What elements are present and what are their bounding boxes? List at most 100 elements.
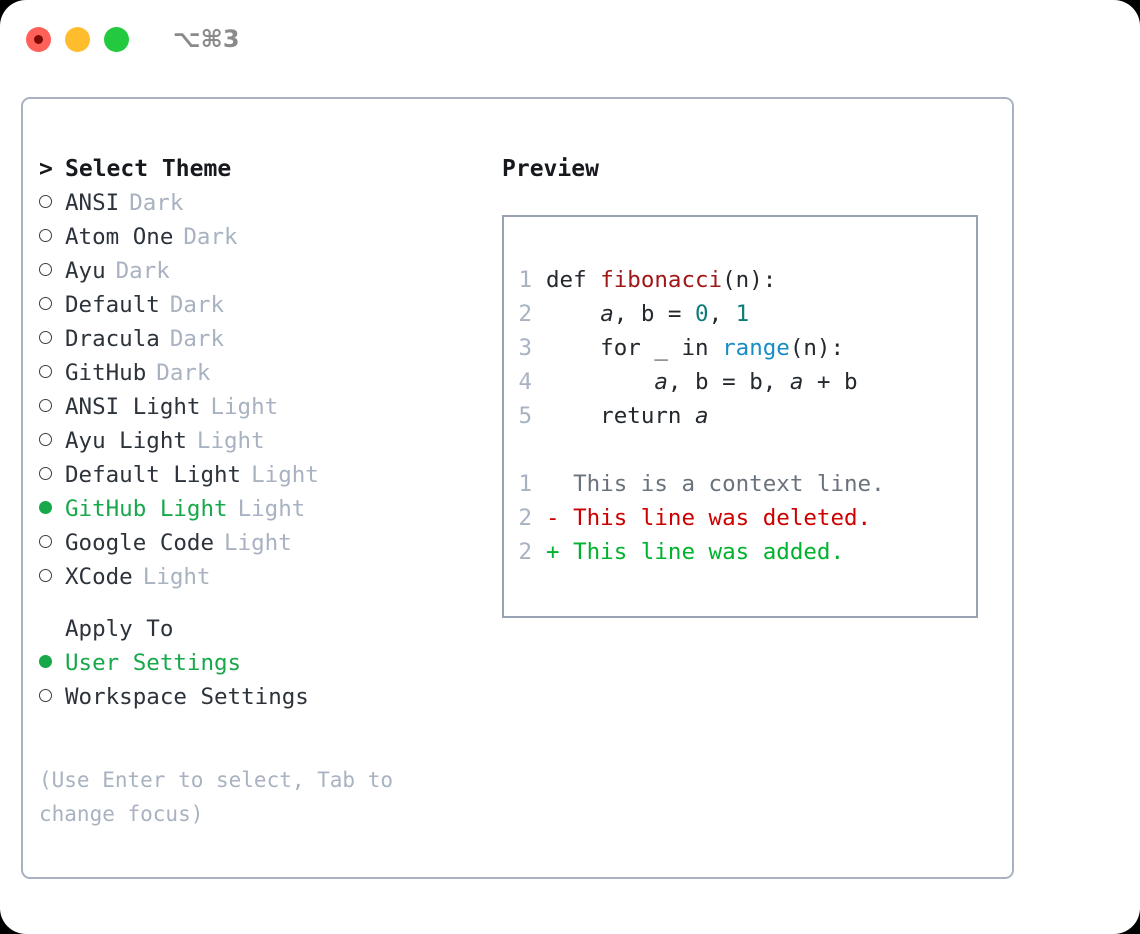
apply-to-option-label: User Settings	[65, 650, 242, 676]
radio-unselected-icon	[39, 424, 65, 458]
select-theme-title: Select Theme	[65, 156, 232, 182]
code-token	[546, 369, 654, 395]
theme-option-tag: Dark	[169, 292, 225, 318]
diff-text: This line was deleted.	[559, 505, 872, 531]
maximize-window-button[interactable]	[104, 26, 129, 52]
apply-to-option-item[interactable]: User Settings	[39, 646, 479, 680]
theme-option-item[interactable]: ANSI Light Light	[39, 390, 479, 424]
diff-sign: -	[546, 505, 560, 531]
diff-line-text: This is a context line.	[546, 467, 885, 501]
theme-option-item[interactable]: Ayu Dark	[39, 254, 479, 288]
bullet-glyph	[39, 195, 52, 208]
code-line-text: def fibonacci(n):	[546, 263, 776, 297]
diff-line-text: - This line was deleted.	[546, 501, 871, 535]
bullet-glyph	[39, 331, 52, 344]
radio-unselected-icon	[39, 526, 65, 560]
code-token: return	[546, 403, 696, 429]
diff-line: 2- This line was deleted.	[516, 501, 976, 535]
apply-to-option-item[interactable]: Workspace Settings	[39, 680, 479, 714]
radio-unselected-icon	[39, 254, 65, 288]
code-token: a	[600, 301, 614, 327]
theme-option-label: Ayu Light	[65, 428, 187, 454]
theme-option-label: Google Code	[65, 530, 215, 556]
theme-option-item[interactable]: Ayu Light Light	[39, 424, 479, 458]
theme-option-item[interactable]: Default Light Light	[39, 458, 479, 492]
close-window-button[interactable]	[26, 26, 51, 52]
apply-to-title: Apply To	[65, 616, 174, 642]
theme-option-label: Default Light	[65, 462, 242, 488]
diff-line: 2+ This line was added.	[516, 535, 976, 569]
diff-line: 1 This is a context line.	[516, 467, 976, 501]
diff-sample: 1 This is a context line.2- This line wa…	[516, 467, 976, 569]
apply-to-marker-spacer: o	[39, 612, 65, 646]
theme-option-label: Atom One	[65, 224, 174, 250]
theme-option-tag: Light	[210, 394, 279, 420]
code-line-number: 5	[518, 403, 532, 429]
theme-option-label: XCode	[65, 564, 133, 590]
code-line: 2 a, b = 0, 1	[516, 297, 976, 331]
code-line-text: a, b = b, a + b	[546, 365, 857, 399]
bullet-glyph	[39, 365, 52, 378]
code-token	[546, 301, 600, 327]
theme-option-label: ANSI Light	[65, 394, 201, 420]
code-token: a	[789, 369, 804, 395]
radio-unselected-icon	[39, 186, 65, 220]
diff-text: This is a context line.	[559, 471, 885, 497]
radio-selected-icon	[39, 492, 65, 526]
theme-option-tag: Dark	[129, 190, 184, 216]
window-title: ⌥⌘3	[173, 25, 240, 53]
diff-sign	[546, 467, 560, 501]
code-line-text: a, b = 0, 1	[546, 297, 749, 331]
code-line: 5 return a	[516, 399, 976, 433]
code-line-text: for _ in range(n):	[546, 331, 844, 365]
radio-unselected-icon	[39, 356, 65, 390]
code-token: range	[722, 335, 790, 361]
bullet-glyph	[39, 689, 52, 702]
diff-line-number: 2	[518, 539, 532, 565]
apply-to-header: o Apply To	[39, 612, 479, 646]
apply-to-option-label: Workspace Settings	[65, 684, 309, 710]
theme-option-tag: Light	[196, 428, 265, 454]
code-line-number: 3	[518, 335, 532, 361]
bullet-glyph	[39, 535, 52, 548]
theme-option-label: Ayu	[65, 258, 106, 284]
theme-option-tag: Dark	[115, 258, 170, 284]
code-token: (n):	[722, 267, 777, 293]
theme-option-label: GitHub Light	[65, 496, 228, 522]
theme-option-tag: Dark	[183, 224, 238, 250]
diff-line-number: 2	[518, 505, 532, 531]
radio-unselected-icon	[39, 458, 65, 492]
code-token: ,	[613, 301, 641, 327]
keyboard-hint: (Use Enter to select, Tab to change focu…	[39, 768, 406, 826]
code-line: 3 for _ in range(n):	[516, 331, 976, 365]
code-token: fibonacci	[600, 267, 723, 293]
radio-selected-icon	[39, 646, 65, 680]
radio-unselected-icon	[39, 288, 65, 322]
theme-option-tag: Light	[251, 462, 319, 488]
theme-option-item[interactable]: Atom One Dark	[39, 220, 479, 254]
theme-option-label: Dracula	[65, 326, 160, 352]
bullet-glyph	[39, 501, 52, 514]
minimize-window-button[interactable]	[65, 26, 90, 52]
code-token: a	[654, 369, 668, 395]
code-line: 4 a, b = b, a + b	[516, 365, 976, 399]
bullet-glyph	[39, 399, 52, 412]
bullet-glyph	[39, 569, 52, 582]
code-token: (n):	[789, 335, 845, 361]
code-line-number: 2	[518, 301, 532, 327]
bullet-glyph	[39, 297, 52, 310]
code-token: 1	[735, 301, 750, 327]
title-bar: ⌥⌘3	[0, 0, 1140, 78]
